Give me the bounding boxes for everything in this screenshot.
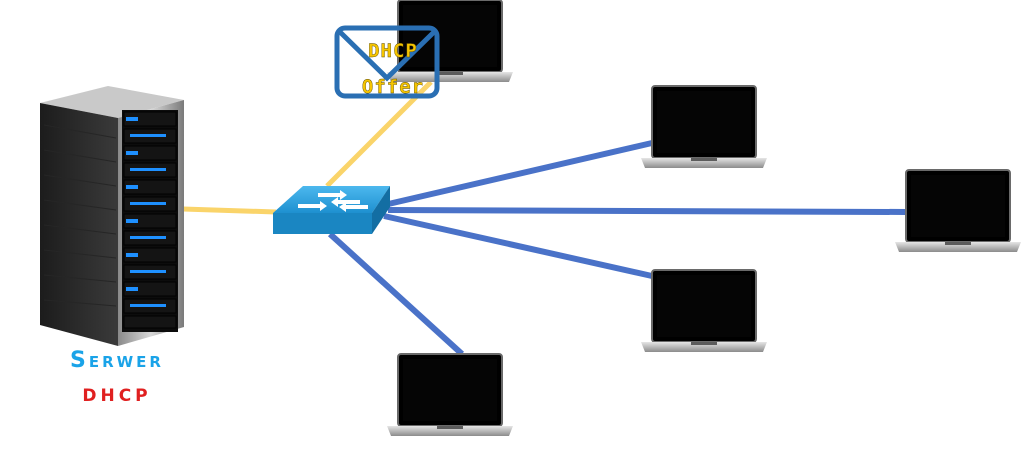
switch-arrows-icon (298, 190, 368, 212)
network-switch (273, 186, 390, 234)
server-units (123, 111, 177, 329)
laptop-bottom (386, 353, 514, 437)
link-switch-laptop-far-right (387, 207, 907, 215)
link-switch-laptop-top (325, 80, 433, 188)
link-switch-laptop-lower-right (383, 213, 653, 279)
laptop-far-right (894, 169, 1022, 253)
link-switch-laptop-bottom (327, 231, 465, 357)
server-label: Serwer (70, 348, 164, 373)
message-label-line1: DHCP (368, 40, 418, 62)
server-sublabel: DHCP (82, 386, 152, 406)
link-switch-laptop-upper-right (383, 140, 653, 208)
dhcp-server-rack (40, 86, 184, 346)
laptop-upper-right (640, 85, 768, 169)
laptop-lower-right (640, 269, 768, 353)
server-status-lights (126, 117, 166, 307)
message-label-line2: Offer (361, 76, 425, 98)
link-server-switch (182, 206, 277, 215)
network-links (182, 80, 907, 357)
envelope-icon (334, 25, 440, 99)
